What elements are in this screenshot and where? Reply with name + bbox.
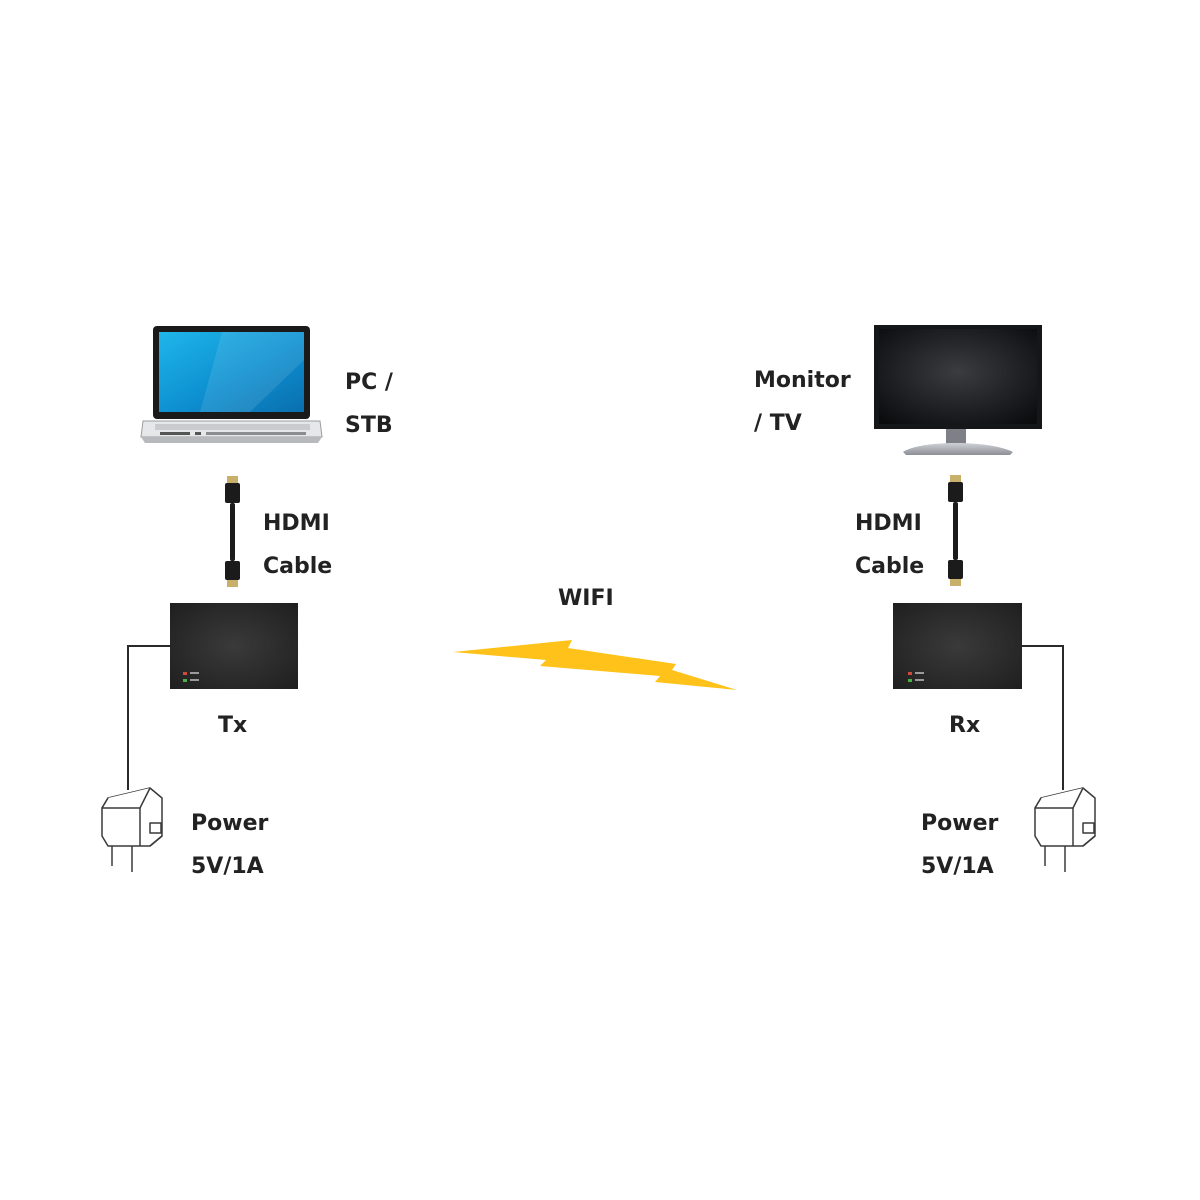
device-box-icon bbox=[893, 603, 1022, 689]
left-cable-label-line1: HDMI bbox=[263, 511, 330, 536]
laptop-icon bbox=[140, 326, 323, 443]
power-adapter-icon bbox=[101, 787, 163, 872]
left-cable-label-line2: Cable bbox=[263, 554, 333, 579]
source-label: PC / STB bbox=[345, 361, 393, 447]
power-wire bbox=[1022, 645, 1064, 790]
transmitter-label: Tx bbox=[218, 713, 248, 738]
wifi-label: WIFI bbox=[558, 586, 614, 611]
right-power-label: Power 5V/1A bbox=[921, 802, 998, 888]
right-power-label-line1: Power bbox=[921, 811, 999, 836]
display-label: Monitor / TV bbox=[754, 359, 851, 445]
power-wire bbox=[127, 645, 170, 790]
right-cable-label-line2: Cable bbox=[855, 554, 925, 579]
left-cable-label: HDMI Cable bbox=[263, 502, 332, 588]
display-label-line2: / TV bbox=[754, 411, 802, 436]
right-cable-label: HDMI Cable bbox=[855, 502, 924, 588]
left-power-label-line2: 5V/1A bbox=[191, 854, 264, 879]
right-power-label-line2: 5V/1A bbox=[921, 854, 994, 879]
device-box-icon bbox=[170, 603, 298, 689]
right-cable-label-line1: HDMI bbox=[855, 511, 922, 536]
left-power-label-line1: Power bbox=[191, 811, 269, 836]
display-label-line1: Monitor bbox=[754, 368, 851, 393]
receiver-label: Rx bbox=[949, 713, 981, 738]
power-adapter-icon bbox=[1034, 787, 1096, 872]
left-power-label: Power 5V/1A bbox=[191, 802, 268, 888]
hdmi-cable-icon bbox=[948, 475, 963, 586]
source-label-line1: PC / bbox=[345, 370, 393, 395]
source-label-line2: STB bbox=[345, 413, 393, 438]
monitor-icon bbox=[874, 325, 1042, 455]
lightning-bolt-icon bbox=[453, 640, 737, 690]
hdmi-cable-icon bbox=[225, 476, 240, 587]
